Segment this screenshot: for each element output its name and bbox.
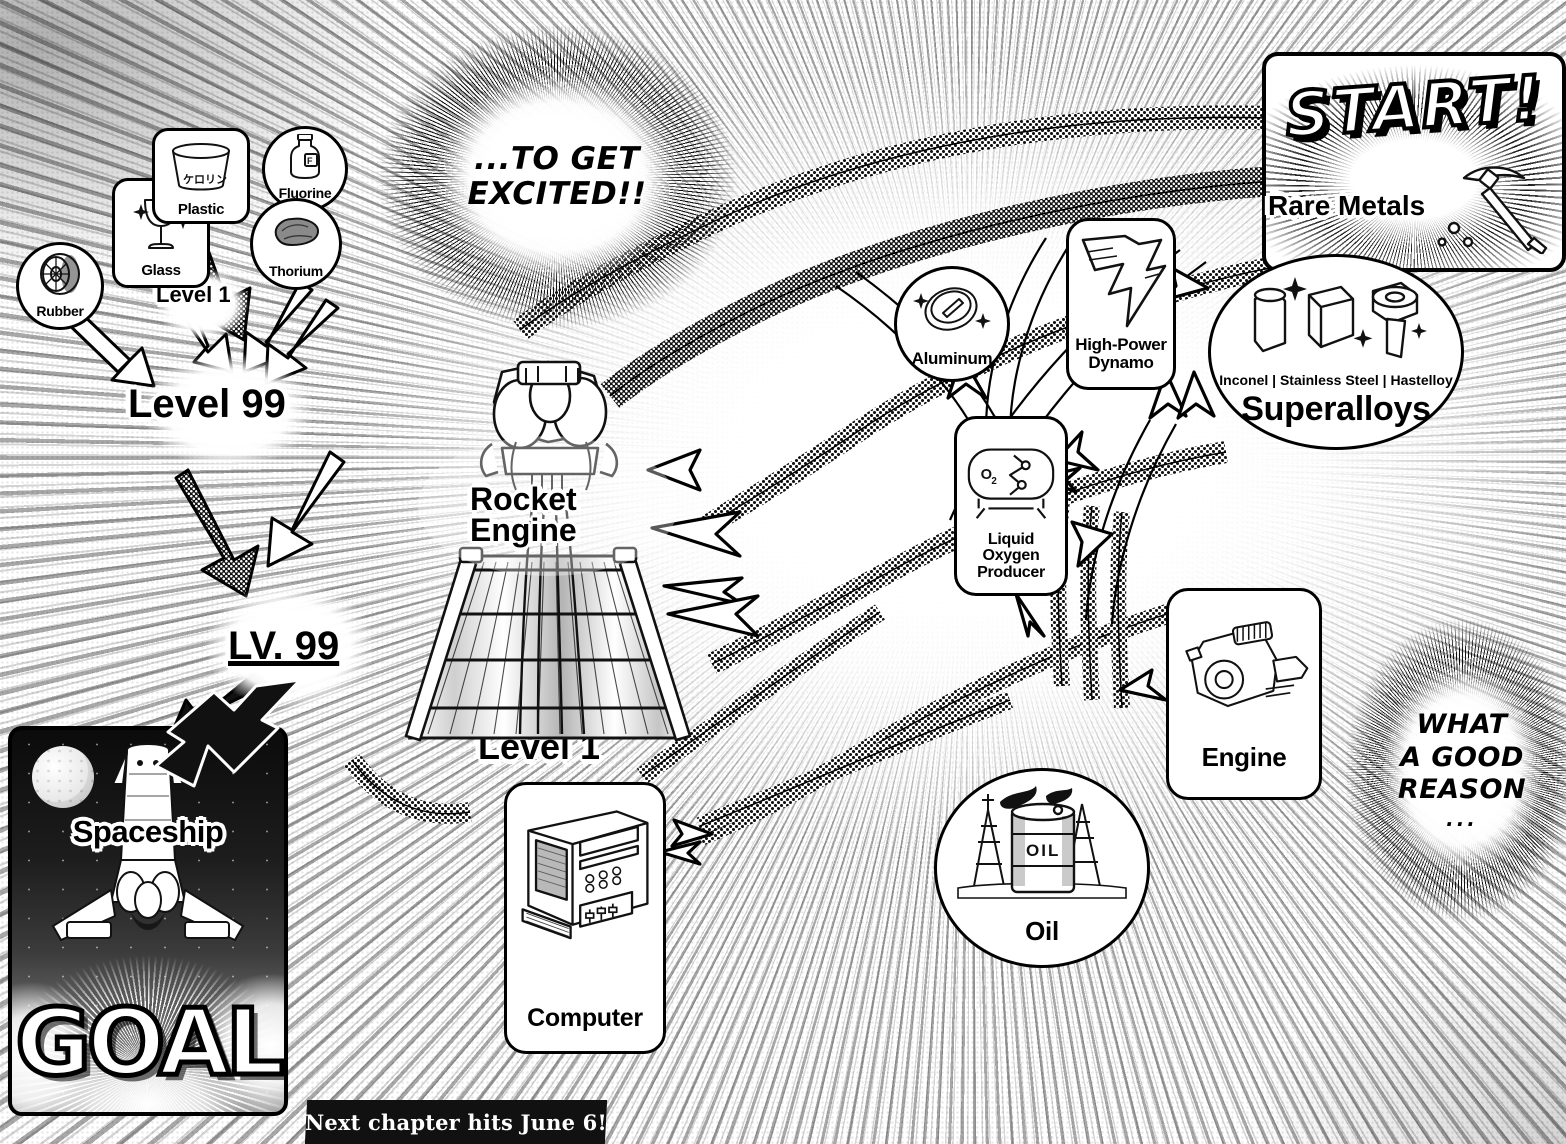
fluorine-symbol: F [307,156,313,166]
lox-label-line2: Oxygen [982,547,1040,565]
rocket-label-line2: Engine [470,512,577,549]
superalloys-label: Superalloys [1241,390,1431,429]
oil-drum-icon: OIL [937,771,1147,918]
svg-text:2: 2 [991,475,997,486]
burst-line-1: ...TO GET [474,141,640,178]
spaceship-label: Spaceship [72,814,224,849]
plastic-basin-icon: ケロリン [157,135,245,202]
dynamo-label-line1: High-Power [1075,335,1167,355]
superalloys-subtitle: Inconel | Stainless Steel | Hastelloy [1219,372,1453,389]
moon-icon [32,746,94,808]
start-panel: START! [1262,52,1566,272]
computer-label: Computer [527,1003,643,1032]
node-superalloys[interactable]: Inconel | Stainless Steel | Hastelloy Su… [1208,254,1464,450]
thorium-label: Thorium [269,262,323,279]
node-plastic[interactable]: ケロリン Plastic [152,128,250,224]
node-rocket-engine[interactable]: Rocket Engine [398,356,698,756]
chemical-bottle-icon: F [265,129,345,186]
burst-text-excited: ...TO GET EXCITED!! [467,142,646,211]
next-chapter-banner: Next chapter hits June 6! [304,1100,608,1144]
pickaxe-icon [1437,166,1548,254]
rocket-engine-icon [404,360,692,742]
rocket-label-line1: Rocket [470,481,577,517]
lightning-bolt-icon [1073,227,1169,336]
oxygen-tank-icon: O 2 [961,427,1061,532]
label-lv-99-bottom: LV. 99 [228,624,340,668]
goal-panel: Spaceship GOAL [8,726,288,1116]
dynamo-label-line2: Dynamo [1088,352,1154,372]
node-aluminum[interactable]: Aluminum [894,266,1010,382]
node-oil[interactable]: OIL Oil [934,768,1150,968]
metal-ingot-icon [897,269,1007,350]
oil-drum-text: OIL [1026,841,1060,860]
ore-rock-icon [253,201,339,264]
engine-label: Engine [1201,742,1287,773]
lox-label-line1: Liquid [987,531,1035,549]
burst-to-get-excited: ...TO GET EXCITED!! [347,0,767,356]
lox-label-line3: Producer [977,563,1045,581]
burst-core [398,42,716,312]
node-rubber[interactable]: Rubber [16,242,104,330]
burst-line-2: A GOOD [1400,741,1524,773]
burst-what-a-good-reason: WHAT A GOOD REASON ... [1324,593,1566,947]
label-rare-metals: Rare Metals [1268,190,1426,221]
glow-core [118,336,338,486]
rubber-label: Rubber [36,302,84,319]
rocket-engine-label: Rocket Engine [470,481,577,549]
glass-label: Glass [141,261,181,279]
alloy-parts-icon [1211,257,1461,372]
burst-line-1: WHAT [1416,709,1508,741]
combustion-engine-icon [1175,599,1313,744]
label-level-99-top: Level 99 [128,382,286,426]
burst-line-4: ... [1446,806,1478,831]
burst-text-reason: WHAT A GOOD REASON ... [1398,709,1526,830]
glow-level99-top [118,336,338,486]
next-chapter-text: Next chapter hits June 6! [305,1109,607,1135]
node-liquid-oxygen-producer[interactable]: O 2 Liquid Oxygen Producer [954,416,1068,596]
aluminum-label: Aluminum [911,348,993,368]
node-thorium[interactable]: Thorium [250,198,342,290]
node-computer[interactable]: Computer [504,782,666,1054]
burst-line-2: EXCITED!! [467,176,647,212]
plastic-basin-text: ケロリン [183,173,227,186]
arrow-to-goal [154,678,302,788]
goal-word: GOAL [13,987,284,1099]
retro-computer-icon [513,795,657,1006]
node-engine[interactable]: Engine [1166,588,1322,800]
burst-line-3: REASON [1397,774,1527,806]
lox-symbol: O [981,467,992,483]
burst-core [1358,636,1566,904]
tire-icon [19,245,101,304]
node-high-power-dynamo[interactable]: High-Power Dynamo [1066,218,1176,390]
plastic-label: Plastic [177,200,225,218]
oil-label: Oil [1025,916,1059,947]
